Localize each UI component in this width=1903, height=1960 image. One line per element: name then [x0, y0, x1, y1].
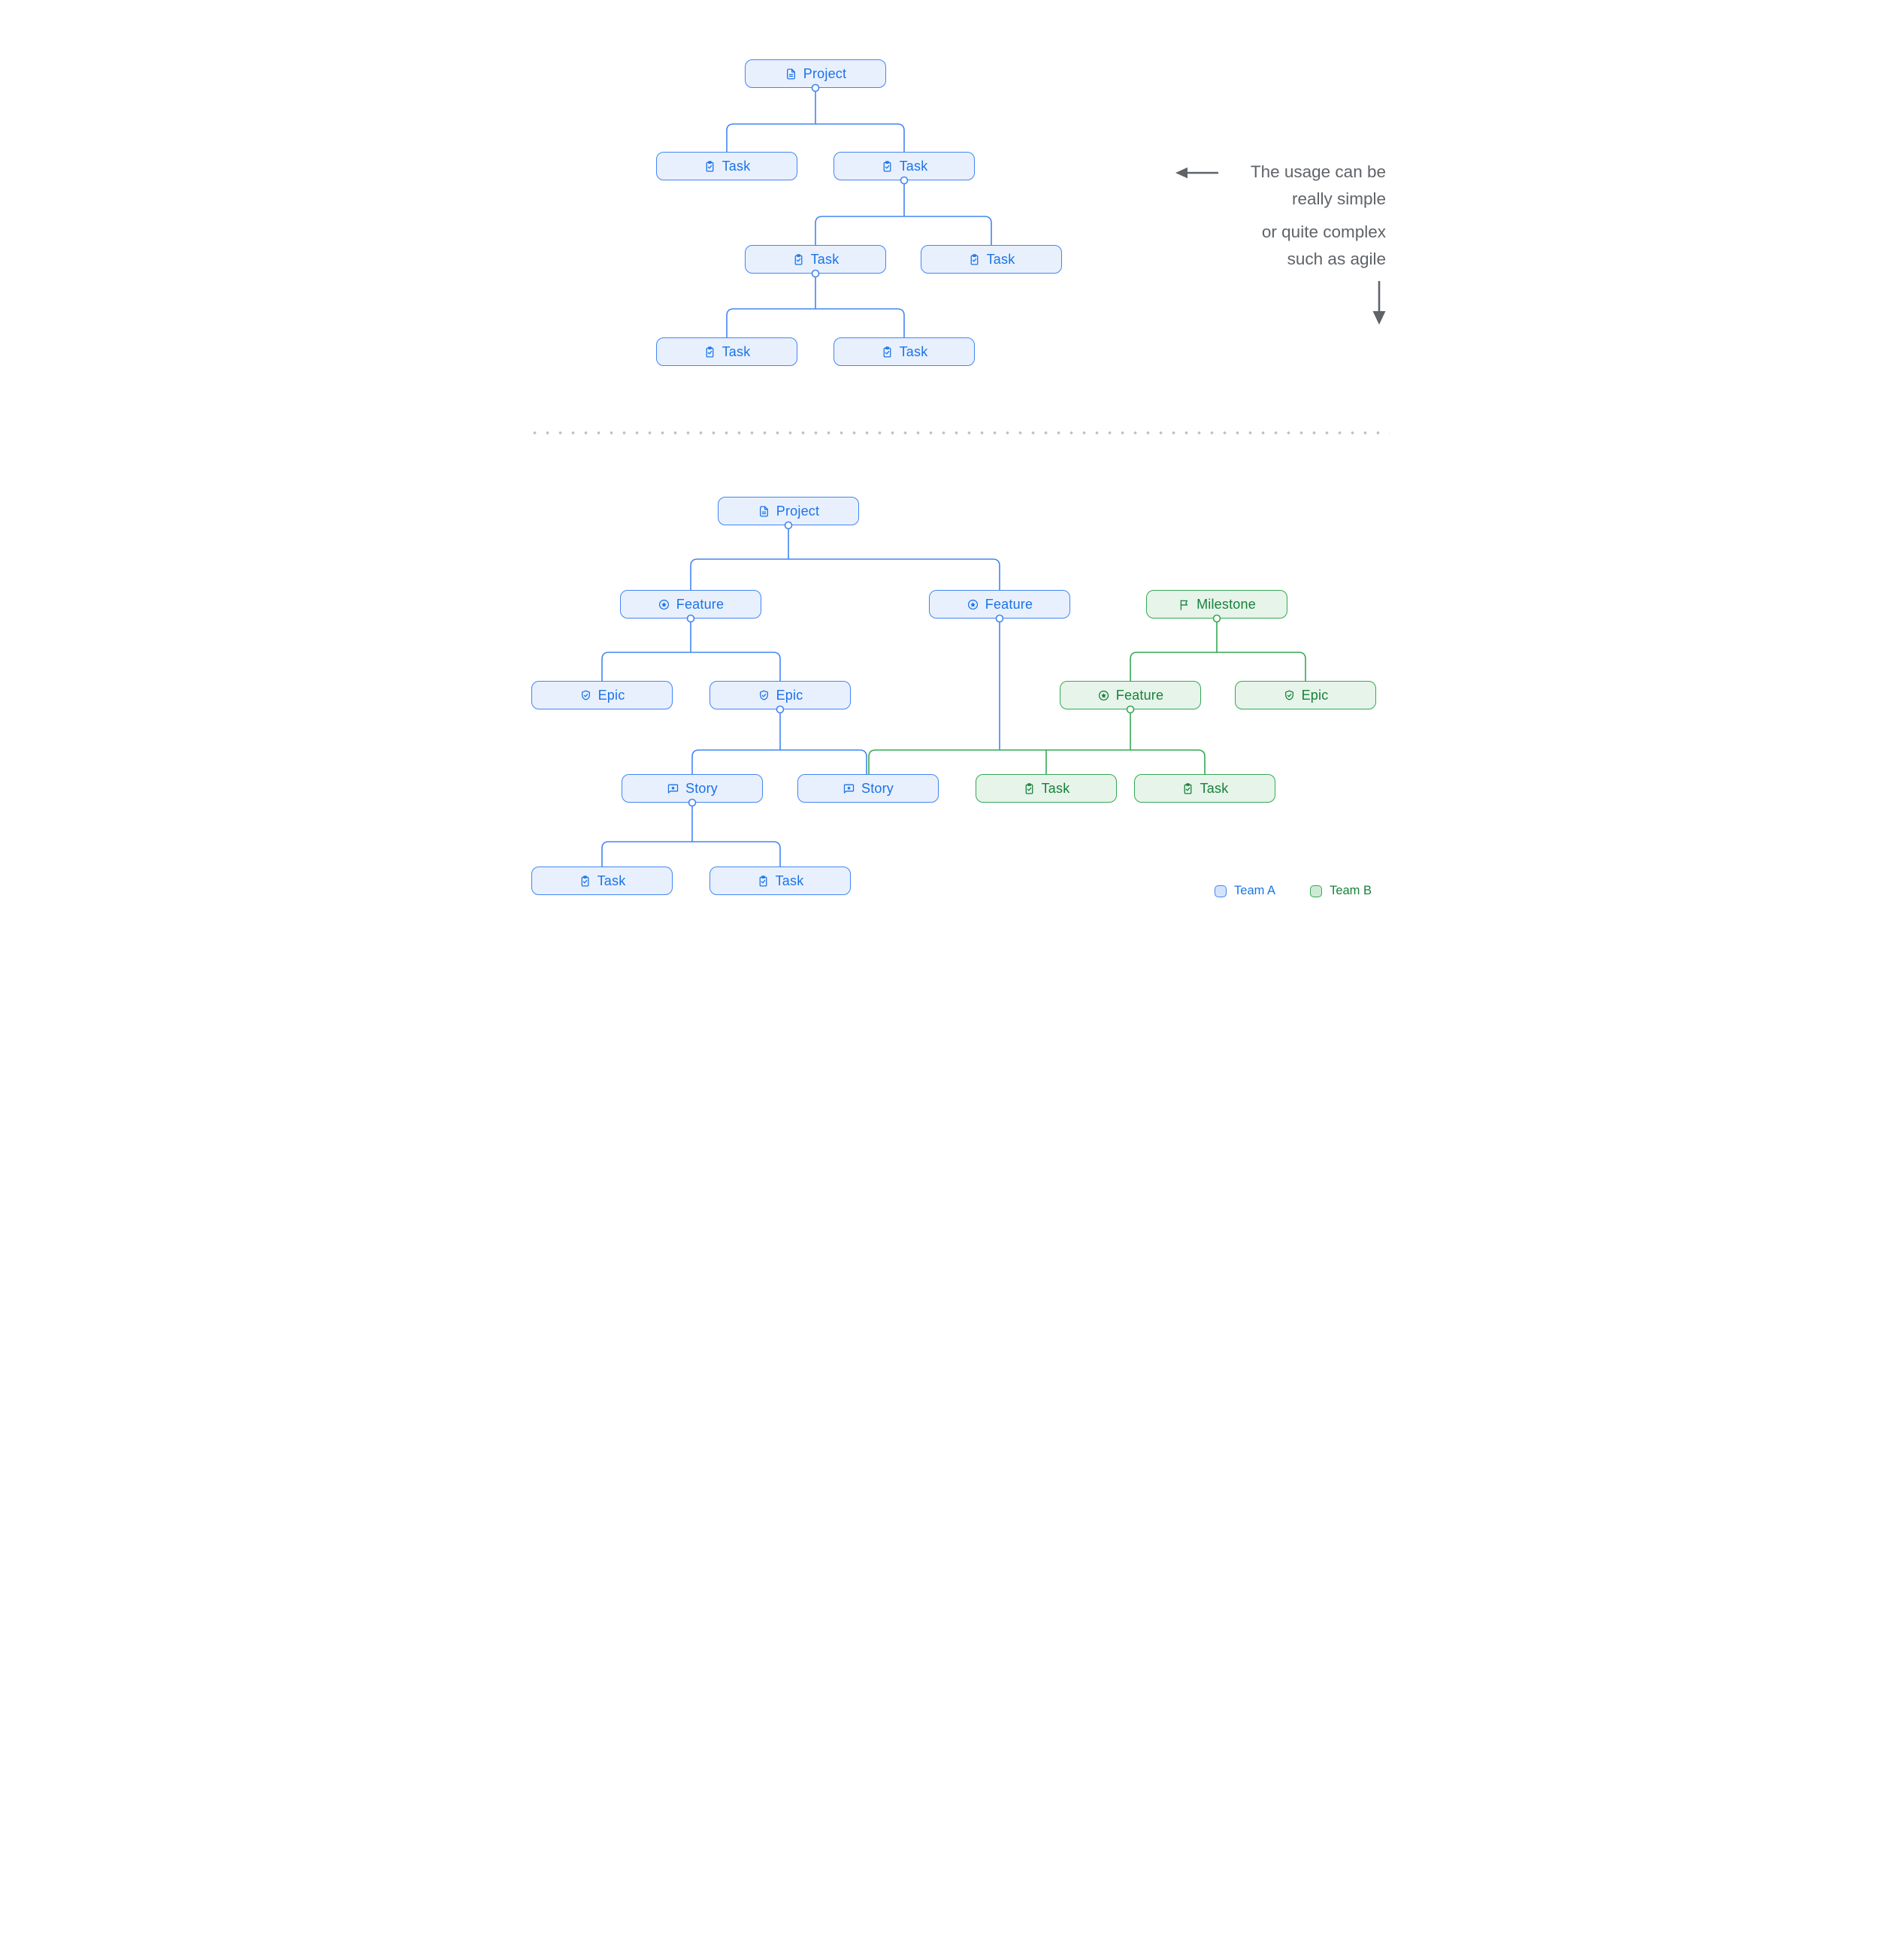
milestone-icon [1178, 598, 1191, 611]
top-task-6: Task [834, 337, 975, 366]
bot-epic-3: Epic [1235, 681, 1376, 709]
task-icon [579, 875, 591, 888]
bot-feature-2: Feature [929, 590, 1070, 619]
bot-milestone: Milestone [1146, 590, 1287, 619]
top-task-5: Task [656, 337, 797, 366]
top-task-2: Task [834, 152, 975, 180]
arrow-down-icon [1372, 281, 1386, 325]
top-task-3: Task [745, 245, 886, 274]
node-label: Task [899, 158, 928, 174]
team-b-label: Team B [1330, 884, 1372, 897]
team-a-label: Team A [1234, 884, 1276, 897]
task-icon [1023, 782, 1036, 795]
team-b-swatch [1310, 885, 1323, 897]
node-label: Feature [1115, 687, 1164, 703]
node-label: Feature [985, 596, 1033, 612]
annotation-line-3: or quite complex [1261, 222, 1386, 241]
bot-feature-1: Feature [620, 590, 761, 619]
top-task-1: Task [656, 152, 797, 180]
bot-task-b1: Task [531, 867, 673, 895]
node-label: Task [775, 873, 804, 888]
team-a-swatch [1215, 885, 1227, 897]
epic-icon [1283, 689, 1296, 702]
annotation-line-2: really simple [1291, 189, 1386, 208]
bot-feature-3: Feature [1060, 681, 1201, 709]
feature-icon [1097, 689, 1110, 702]
node-label: Task [597, 873, 626, 888]
epic-icon [579, 689, 592, 702]
node-label: Feature [676, 596, 725, 612]
bot-task-b2: Task [709, 867, 851, 895]
task-icon [881, 160, 894, 173]
node-label: Milestone [1197, 596, 1256, 612]
task-icon [792, 253, 805, 266]
task-icon [703, 346, 716, 358]
bot-story-2: Story [797, 774, 939, 803]
node-label: Task [986, 251, 1015, 267]
top-project: Project [745, 59, 886, 88]
node-label: Epic [1301, 687, 1329, 703]
node-label: Task [1200, 780, 1229, 796]
annotation-text: The usage can be really simple or quite … [1251, 159, 1386, 273]
project-icon [758, 505, 770, 518]
legend: Team A Team B [1215, 884, 1372, 898]
dotted-divider [528, 431, 1390, 434]
task-icon [1181, 782, 1194, 795]
node-label: Project [803, 65, 847, 81]
epic-icon [758, 689, 770, 702]
bot-epic-1: Epic [531, 681, 673, 709]
node-label: Task [722, 158, 751, 174]
feature-icon [658, 598, 670, 611]
arrow-left-icon [1175, 167, 1218, 179]
task-icon [757, 875, 770, 888]
node-label: Story [861, 780, 894, 796]
legend-item-team-a: Team A [1215, 884, 1275, 898]
project-icon [785, 68, 797, 80]
node-label: Task [1041, 780, 1070, 796]
bot-story-1: Story [622, 774, 763, 803]
annotation-line-1: The usage can be [1250, 162, 1386, 181]
bot-epic-2: Epic [709, 681, 851, 709]
node-label: Epic [598, 687, 625, 703]
legend-item-team-b: Team B [1310, 884, 1372, 898]
bot-task-g1: Task [976, 774, 1117, 803]
node-label: Story [685, 780, 718, 796]
task-icon [968, 253, 981, 266]
node-label: Task [899, 343, 928, 359]
story-icon [667, 782, 679, 795]
task-icon [703, 160, 716, 173]
node-label: Project [776, 503, 820, 519]
annotation-line-4: such as agile [1287, 250, 1386, 268]
node-label: Epic [776, 687, 803, 703]
bot-task-g2: Task [1134, 774, 1275, 803]
feature-icon [967, 598, 979, 611]
bot-project: Project [718, 497, 859, 525]
story-icon [843, 782, 855, 795]
node-label: Task [722, 343, 751, 359]
node-label: Task [810, 251, 840, 267]
task-icon [881, 346, 894, 358]
top-task-4: Task [921, 245, 1062, 274]
